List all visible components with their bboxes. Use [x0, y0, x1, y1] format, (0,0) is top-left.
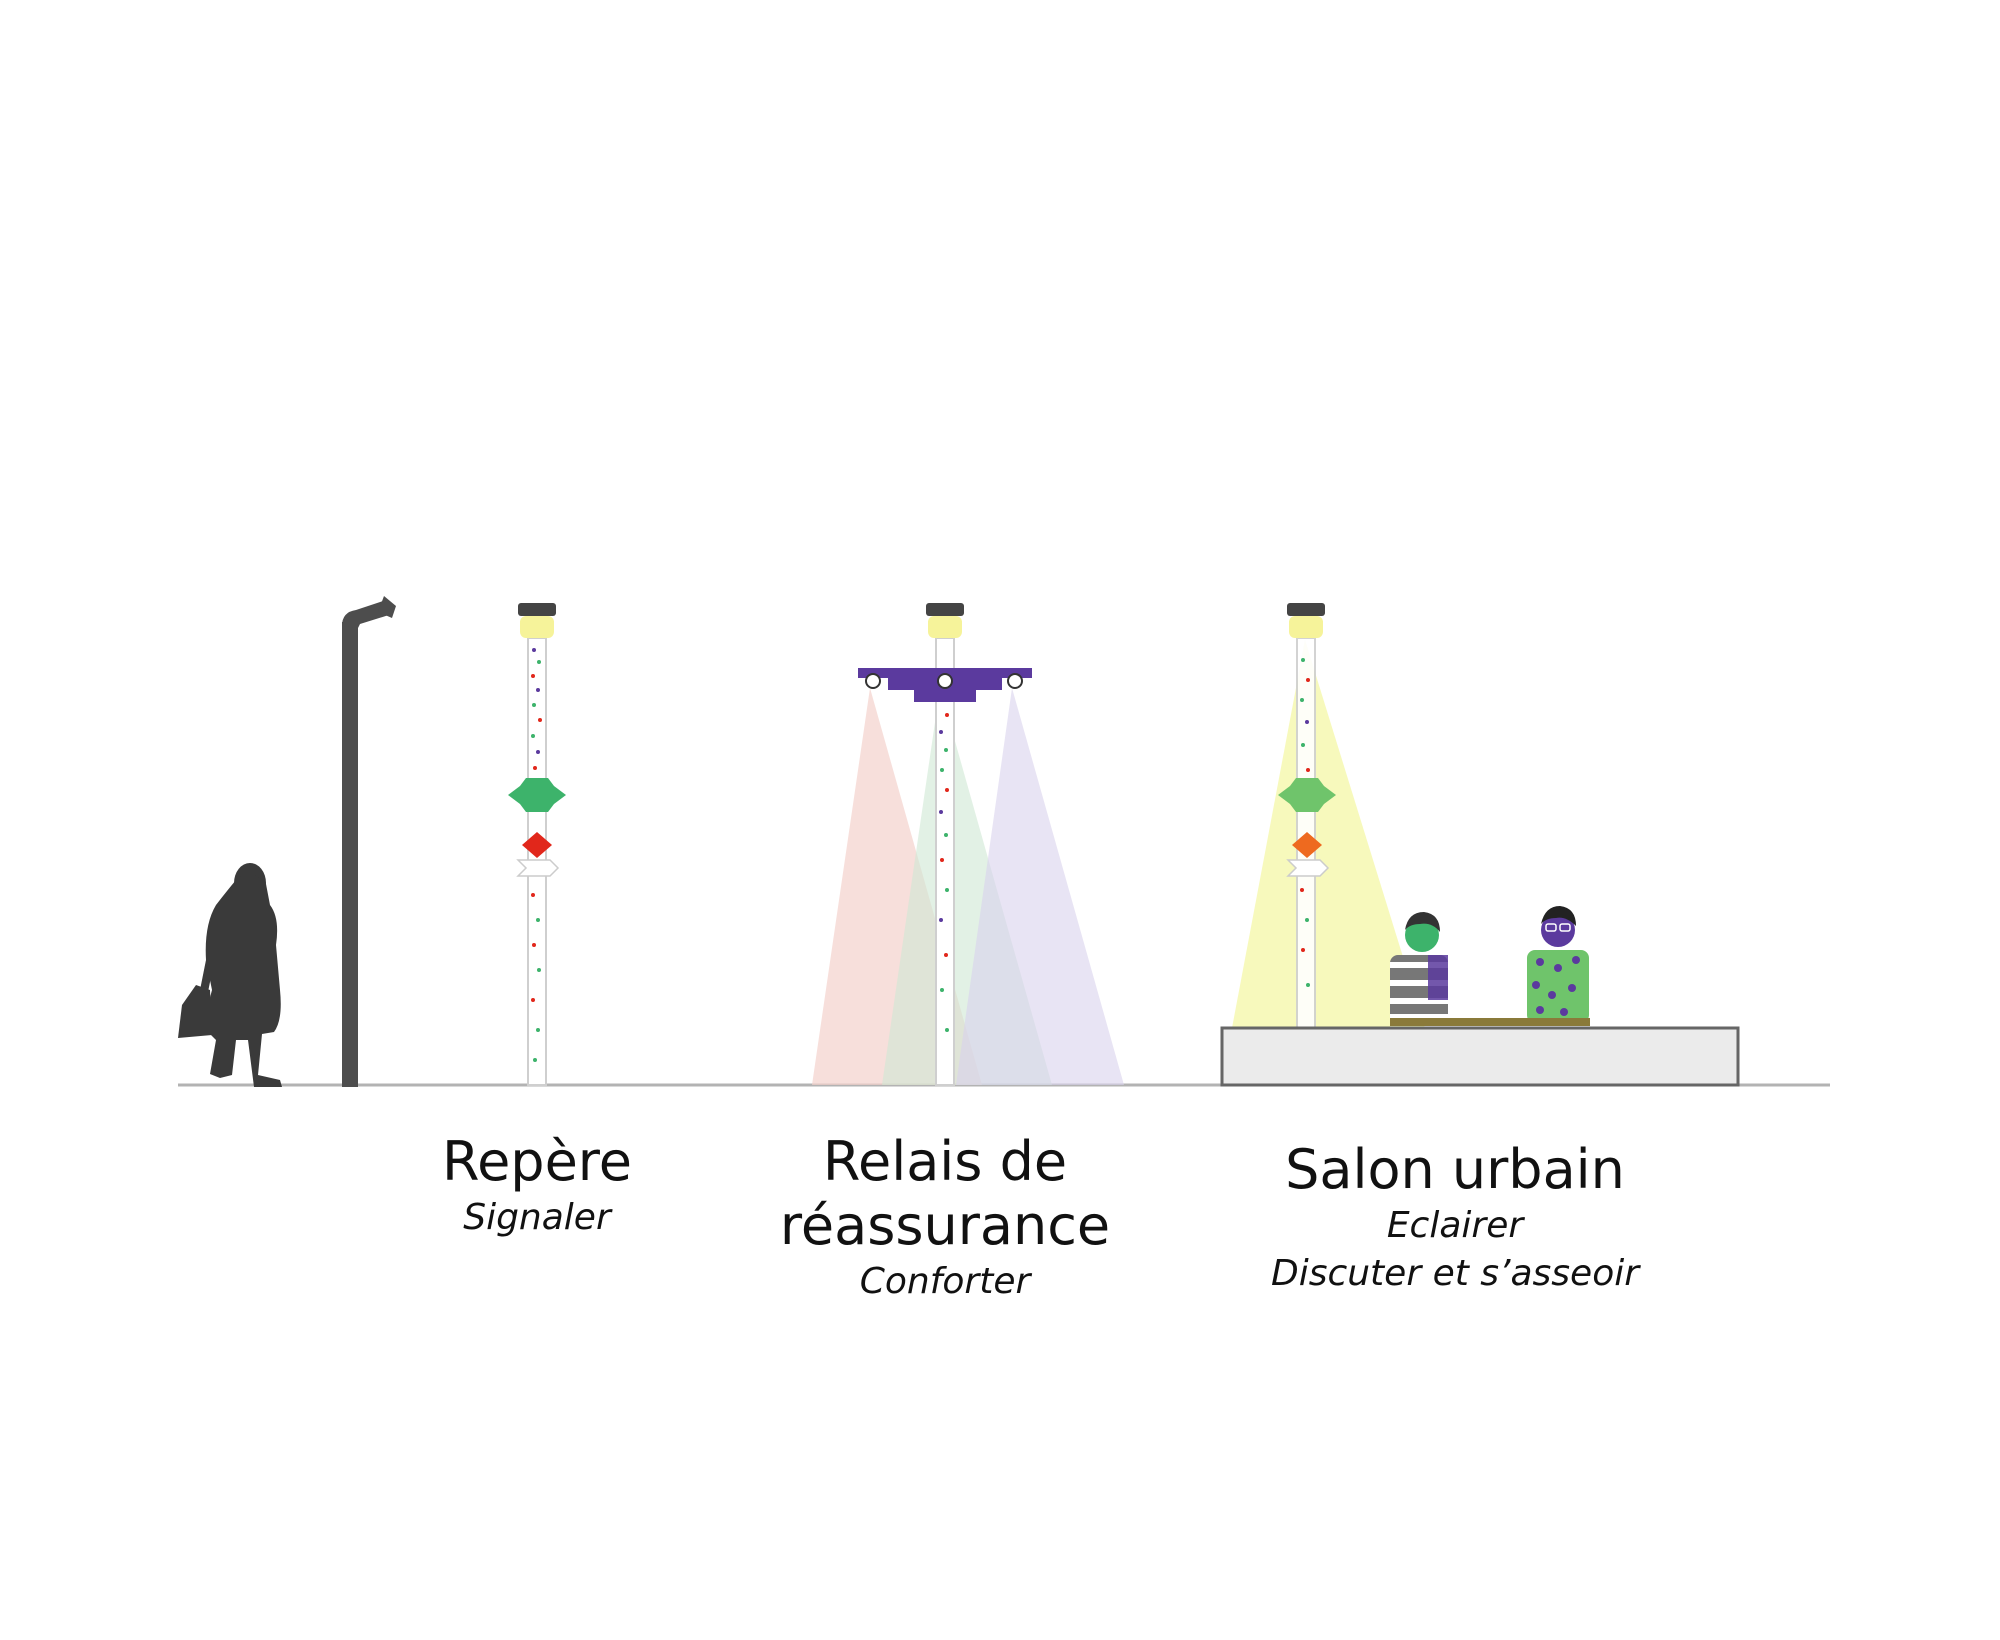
red-diamond-signal-icon — [522, 832, 552, 858]
orange-diamond-signal-icon — [1292, 832, 1322, 858]
yellow-beam — [1232, 640, 1425, 1028]
green-flower-signal-icon — [508, 778, 566, 812]
pedestrian-silhouette-icon — [178, 863, 282, 1087]
caption-subtitle-2: Discuter et s’asseoir — [1270, 1253, 1640, 1294]
arrow-signal-icon — [516, 859, 560, 877]
repere-light-pole — [508, 603, 566, 1086]
spotlight-left-icon — [865, 673, 881, 689]
spotlight-center-icon — [937, 673, 953, 689]
arrow-signal-icon — [1286, 859, 1330, 877]
bench-backrest — [1390, 1018, 1590, 1026]
caption-title: Repère — [441, 1130, 633, 1193]
spotlight-right-icon — [1007, 673, 1023, 689]
caption-title-line-1: Relais de — [822, 1130, 1068, 1193]
caption-title: Salon urbain — [1285, 1138, 1625, 1201]
caption-repere: Repère Signaler — [387, 1130, 687, 1242]
seated-person-striped-icon — [1390, 912, 1448, 1023]
purple-beam — [956, 688, 1124, 1085]
relais-light-pole — [812, 603, 1124, 1086]
salon-light-pole — [1232, 603, 1425, 1029]
purple-crossbar-spotlights — [858, 668, 1032, 702]
street-lamp-icon — [342, 596, 396, 1087]
caption-subtitle: Conforter — [859, 1261, 1031, 1302]
green-flower-signal-icon — [1278, 778, 1336, 812]
confetti-dots — [531, 648, 542, 1062]
confetti-dots — [1300, 658, 1310, 987]
urban-bench-platform — [1220, 1026, 1740, 1087]
seated-person-dotted-icon — [1527, 906, 1589, 1023]
caption-subtitle: Signaler — [463, 1197, 611, 1238]
caption-relais: Relais de réassurance Conforter — [750, 1130, 1140, 1306]
caption-title-line-2: réassurance — [779, 1194, 1111, 1257]
caption-salon: Salon urbain Eclairer Discuter et s’asse… — [1245, 1138, 1665, 1298]
caption-subtitle-1: Eclairer — [1386, 1205, 1524, 1246]
